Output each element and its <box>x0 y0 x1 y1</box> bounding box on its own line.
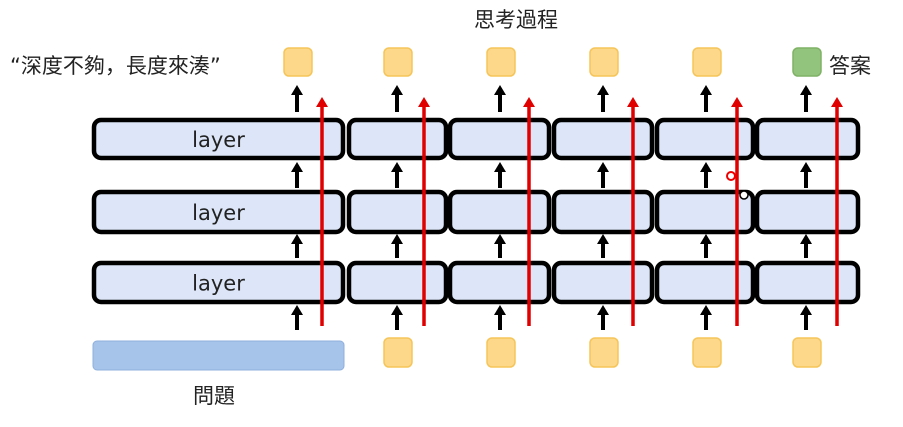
layer-block <box>91 189 346 235</box>
layer-block <box>447 260 552 305</box>
layer-block <box>551 189 655 235</box>
black-arrow-head <box>597 305 609 315</box>
answer-token <box>792 47 822 77</box>
quote-text: “深度不夠，長度來湊” <box>10 54 221 78</box>
question-label: 問題 <box>193 384 235 408</box>
input-thought-token <box>692 337 722 368</box>
thought-token <box>692 47 722 77</box>
thought-token <box>589 47 619 77</box>
black-arrow-head <box>291 162 303 172</box>
black-arrow-head <box>494 162 506 172</box>
black-arrow-head <box>800 162 812 172</box>
layer-block <box>447 189 552 235</box>
layer-label: layer <box>192 272 245 296</box>
layer-block <box>654 117 756 161</box>
black-arrow-head <box>700 305 712 315</box>
black-arrow-head <box>391 162 403 172</box>
layer-block <box>754 189 861 235</box>
pen-cursor-icon-tip <box>739 190 749 200</box>
black-arrow-head <box>494 85 506 95</box>
red-arrow-head <box>523 97 535 107</box>
layer-block <box>346 189 449 235</box>
layer-block <box>754 117 861 161</box>
black-arrow-head <box>494 305 506 315</box>
black-arrow-head <box>494 234 506 244</box>
black-arrow-head <box>597 234 609 244</box>
red-arrow-head <box>627 97 639 107</box>
layer-block <box>654 260 756 305</box>
layer-block <box>346 260 449 305</box>
thought-token <box>486 47 516 77</box>
layer-block <box>551 117 655 161</box>
layer-label: layer <box>192 201 245 225</box>
black-arrow-head <box>700 234 712 244</box>
red-arrow-head <box>831 97 843 107</box>
red-arrow-head <box>316 97 328 107</box>
black-arrow-head <box>597 85 609 95</box>
diagram-title: 思考過程 <box>474 8 558 32</box>
black-arrow-head <box>700 85 712 95</box>
input-thought-token <box>792 337 822 368</box>
input-thought-token <box>383 337 413 368</box>
black-arrow-head <box>391 305 403 315</box>
black-arrow-head <box>597 162 609 172</box>
black-arrow-head <box>291 305 303 315</box>
black-arrow-head <box>391 85 403 95</box>
layer-block <box>91 117 346 161</box>
layer-block <box>654 189 756 235</box>
input-thought-token <box>486 337 516 368</box>
thought-token <box>283 47 313 77</box>
layer-block <box>346 117 449 161</box>
thought-token <box>383 47 413 77</box>
red-arrow-head <box>418 97 430 107</box>
layer-label: layer <box>192 128 245 152</box>
input-thought-token <box>589 337 619 368</box>
pen-cursor-icon <box>726 171 736 181</box>
layer-block <box>754 260 861 305</box>
black-arrow-head <box>291 85 303 95</box>
layer-block <box>551 260 655 305</box>
black-arrow-head <box>391 234 403 244</box>
question-bar <box>92 340 345 371</box>
layer-block <box>447 117 552 161</box>
black-arrow-head <box>800 234 812 244</box>
layer-block <box>91 260 346 305</box>
black-arrow-head <box>700 162 712 172</box>
black-arrow-head <box>800 85 812 95</box>
black-arrow-head <box>291 234 303 244</box>
answer-label: 答案 <box>829 54 871 78</box>
black-arrow-head <box>800 305 812 315</box>
red-arrow-head <box>731 97 743 107</box>
